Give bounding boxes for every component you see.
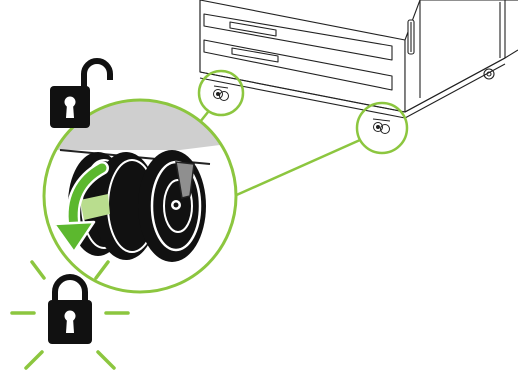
magnified-caster-view (42, 98, 238, 294)
left-caster-highlight-circle (197, 69, 245, 117)
padlock-closed-icon (10, 260, 130, 370)
connector-line-right (231, 138, 361, 199)
printer-cabinet (199, 0, 518, 119)
padlock-open-icon (50, 58, 113, 128)
right-caster-small (372, 118, 391, 134)
right-caster-highlight-circle (355, 101, 409, 155)
curved-arrow-icon (52, 161, 109, 254)
left-caster-small (213, 85, 229, 101)
